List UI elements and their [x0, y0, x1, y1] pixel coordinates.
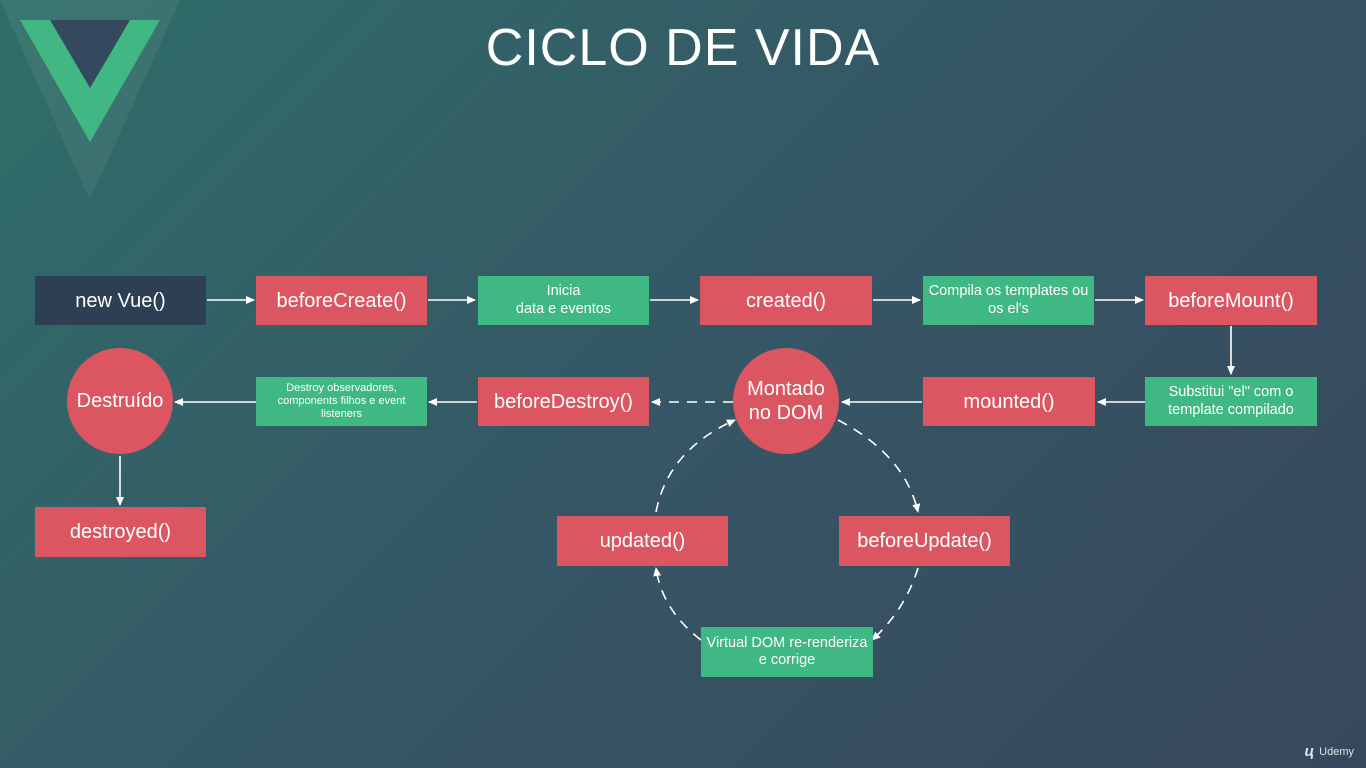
before-destroy-hook: beforeDestroy() — [478, 377, 649, 426]
updated-hook: updated() — [557, 516, 728, 566]
destroy-watchers-step: Destroy observadores, components filhos … — [256, 377, 427, 426]
udemy-watermark: ц Udemy — [1304, 743, 1354, 760]
mounted-hook: mounted() — [923, 377, 1095, 426]
destroyed-hook: destroyed() — [35, 507, 206, 557]
virtual-dom-step: Virtual DOM re-renderiza e corrige — [701, 627, 873, 677]
before-update-hook: beforeUpdate() — [839, 516, 1010, 566]
before-mount-hook: beforeMount() — [1145, 276, 1317, 325]
udemy-logo-icon: ц — [1304, 743, 1315, 760]
vue-logo — [0, 0, 180, 200]
replace-el-step: Substitui "el" com o template compilado — [1145, 377, 1317, 426]
page-title: CICLO DE VIDA — [485, 19, 881, 77]
new-vue-node: new Vue() — [35, 276, 206, 325]
mounted-on-dom-state: Montado no DOM — [733, 348, 839, 454]
created-hook: created() — [700, 276, 872, 325]
compile-templates-step: Compila os templates ou os el's — [923, 276, 1094, 325]
udemy-label: Udemy — [1319, 745, 1354, 758]
destroyed-state: Destruído — [67, 348, 173, 454]
before-create-hook: beforeCreate() — [256, 276, 427, 325]
init-events-step: Inicia data e eventos — [478, 276, 649, 325]
